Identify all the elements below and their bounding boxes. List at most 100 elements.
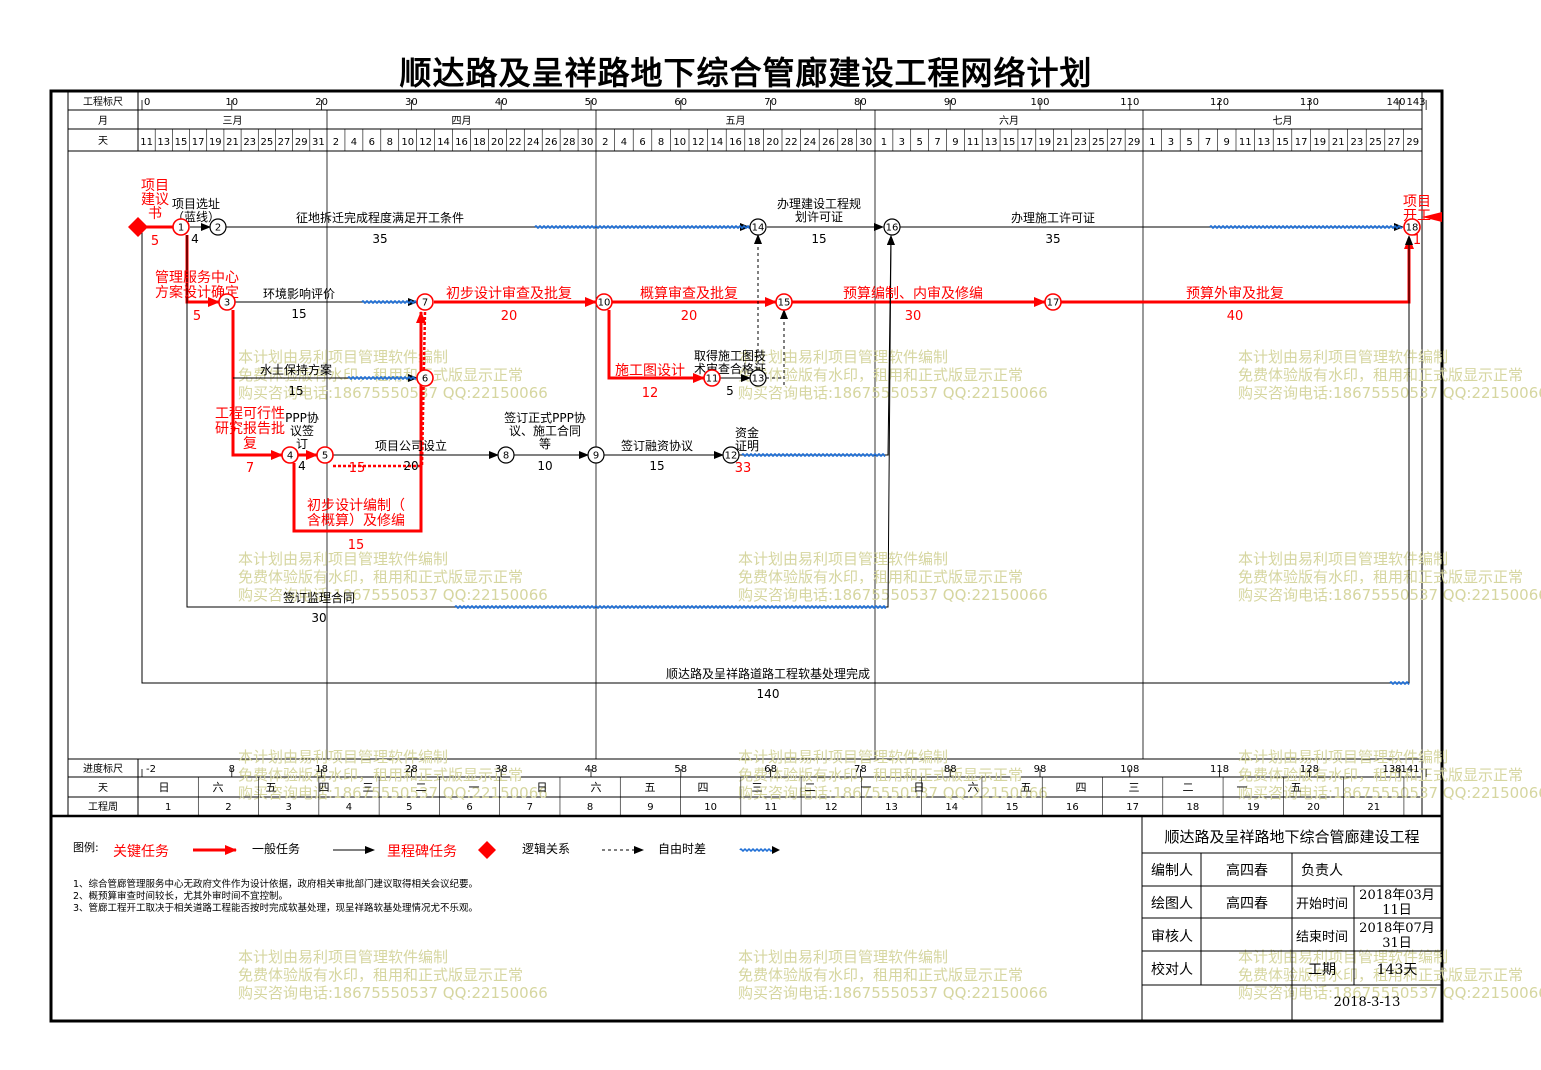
- watermark-line: 免费体验版有水印，租用和正式版显示正常: [738, 966, 1023, 984]
- day-tick: 16: [729, 137, 742, 148]
- watermark-line: 本计划由易利项目管理软件编制: [738, 748, 948, 766]
- info-end-date: 31日: [1382, 936, 1412, 951]
- label: 17: [1047, 298, 1060, 309]
- day-tick: 21: [1056, 137, 1069, 148]
- weekday-cell: 三: [752, 781, 763, 794]
- task-label: 签订正式PPP协: [504, 410, 586, 425]
- milestone-start-label: 项目: [141, 178, 169, 194]
- task-label: 预算编制、内审及修编: [843, 286, 983, 302]
- day-tick: 14: [437, 137, 450, 148]
- weekday-cell: 五: [1021, 781, 1032, 794]
- milestone-end-label: 项目: [1403, 194, 1431, 210]
- weekday-cell: 一: [861, 781, 872, 794]
- task-duration: 20: [501, 309, 518, 324]
- day-tick: 25: [1369, 137, 1382, 148]
- task-label: 水土保持方案: [260, 362, 332, 377]
- week-cell: 6: [466, 802, 472, 813]
- day-tick: 23: [243, 137, 256, 148]
- task-label: 办理建设工程规: [777, 196, 861, 211]
- labels-layer: 项目建议书5项目开工1项目选址（蓝线）4征地拆迁完成程度满足开工条件35办理建设…: [141, 178, 1431, 701]
- weekday-cell: 五: [266, 781, 277, 794]
- weekday-cell: 五: [1291, 781, 1302, 794]
- note-line: 3、管廊工程开工取决于相关道路工程能否按时完成软基处理，现呈祥路软基处理情况尤不…: [73, 902, 478, 914]
- day-tick: 29: [1406, 137, 1419, 148]
- day-tick: 2: [333, 137, 339, 148]
- arrow-normal: [739, 235, 895, 456]
- week-cell: 14: [945, 802, 958, 813]
- watermark-line: 本计划由易利项目管理软件编制: [238, 748, 448, 766]
- day-tick: 9: [952, 137, 958, 148]
- task-label: 环境影响评价: [263, 286, 335, 301]
- watermark-line: 免费体验版有水印，租用和正式版显示正常: [238, 966, 523, 984]
- day-tick: 15: [1276, 137, 1289, 148]
- task-label: 等: [539, 437, 551, 451]
- info-owner-label: 负责人: [1301, 863, 1343, 879]
- progress-tick: 68: [764, 764, 777, 775]
- info-drawer-label: 绘图人: [1151, 896, 1193, 912]
- week-cell: 10: [704, 802, 717, 813]
- ruler-tick: 50: [585, 97, 598, 108]
- weekday-cell: 日: [914, 781, 925, 794]
- arrow-critical-logic: [333, 311, 427, 468]
- day-tick: 8: [387, 137, 393, 148]
- outer-frame: [49, 89, 1444, 1023]
- info-duration-label: 工期: [1308, 962, 1336, 978]
- watermark-line: 本计划由易利项目管理软件编制: [1238, 948, 1448, 966]
- task-duration: 140: [757, 687, 780, 701]
- ruler-tick: 70: [764, 97, 777, 108]
- ruler-tick: 10: [225, 97, 238, 108]
- label: 10: [598, 298, 611, 309]
- label: 3: [224, 298, 230, 309]
- progress-tick: 108: [1120, 764, 1139, 775]
- week-cell: 5: [406, 802, 412, 813]
- float-wave: [1209, 225, 1403, 229]
- task-duration: 4: [298, 459, 306, 473]
- task-label: 资金: [735, 425, 759, 440]
- day-tick: 26: [822, 137, 835, 148]
- day-tick: 24: [527, 137, 540, 148]
- week-cell: 3: [286, 802, 292, 813]
- task-duration: 30: [311, 611, 326, 625]
- progress-tick: 38: [495, 764, 508, 775]
- day-tick: 31: [312, 137, 325, 148]
- day-tick: 17: [192, 137, 205, 148]
- watermark-line: 本计划由易利项目管理软件编制: [738, 550, 948, 568]
- watermark-line: 本计划由易利项目管理软件编制: [738, 948, 948, 966]
- weekday-cell: 六: [968, 781, 979, 794]
- day-tick: 4: [621, 137, 627, 148]
- month-label: 七月: [1273, 115, 1293, 127]
- progress-tick: 8: [229, 764, 235, 775]
- progress-tick: 28: [405, 764, 418, 775]
- day-tick: 14: [711, 137, 724, 148]
- label: 7: [422, 298, 428, 309]
- row-label-month: 月: [98, 115, 108, 127]
- ruler-tick: 120: [1210, 97, 1229, 108]
- day-tick: 19: [1038, 137, 1051, 148]
- task-label: 含概算）及修编: [307, 513, 405, 529]
- label: 1: [178, 223, 184, 234]
- week-cell: 8: [587, 802, 593, 813]
- day-tick: 28: [841, 137, 854, 148]
- float-wave: [454, 605, 887, 609]
- watermark-line: 本计划由易利项目管理软件编制: [238, 550, 448, 568]
- progress-tick: 18: [315, 764, 328, 775]
- day-tick: 1: [1149, 137, 1155, 148]
- task-duration: 5: [193, 309, 201, 324]
- task-duration: 12: [642, 386, 659, 401]
- row-label-progress: 进度标尺: [83, 762, 123, 775]
- week-cell: 1: [165, 802, 171, 813]
- task-label: 研究报告批: [215, 421, 285, 437]
- info-end-label: 结束时间: [1296, 930, 1348, 945]
- progress-tick: 138: [1382, 764, 1401, 775]
- day-tick: 19: [1313, 137, 1326, 148]
- ruler-tick: 60: [674, 97, 687, 108]
- label: 9: [593, 451, 599, 462]
- ruler-tick: 40: [495, 97, 508, 108]
- week-cell: 19: [1247, 802, 1260, 813]
- day-tick: 8: [658, 137, 664, 148]
- day-tick: 29: [295, 137, 308, 148]
- task-duration: 7: [246, 461, 254, 476]
- milestone-start-duration: 5: [151, 234, 159, 249]
- day-tick: 11: [140, 137, 153, 148]
